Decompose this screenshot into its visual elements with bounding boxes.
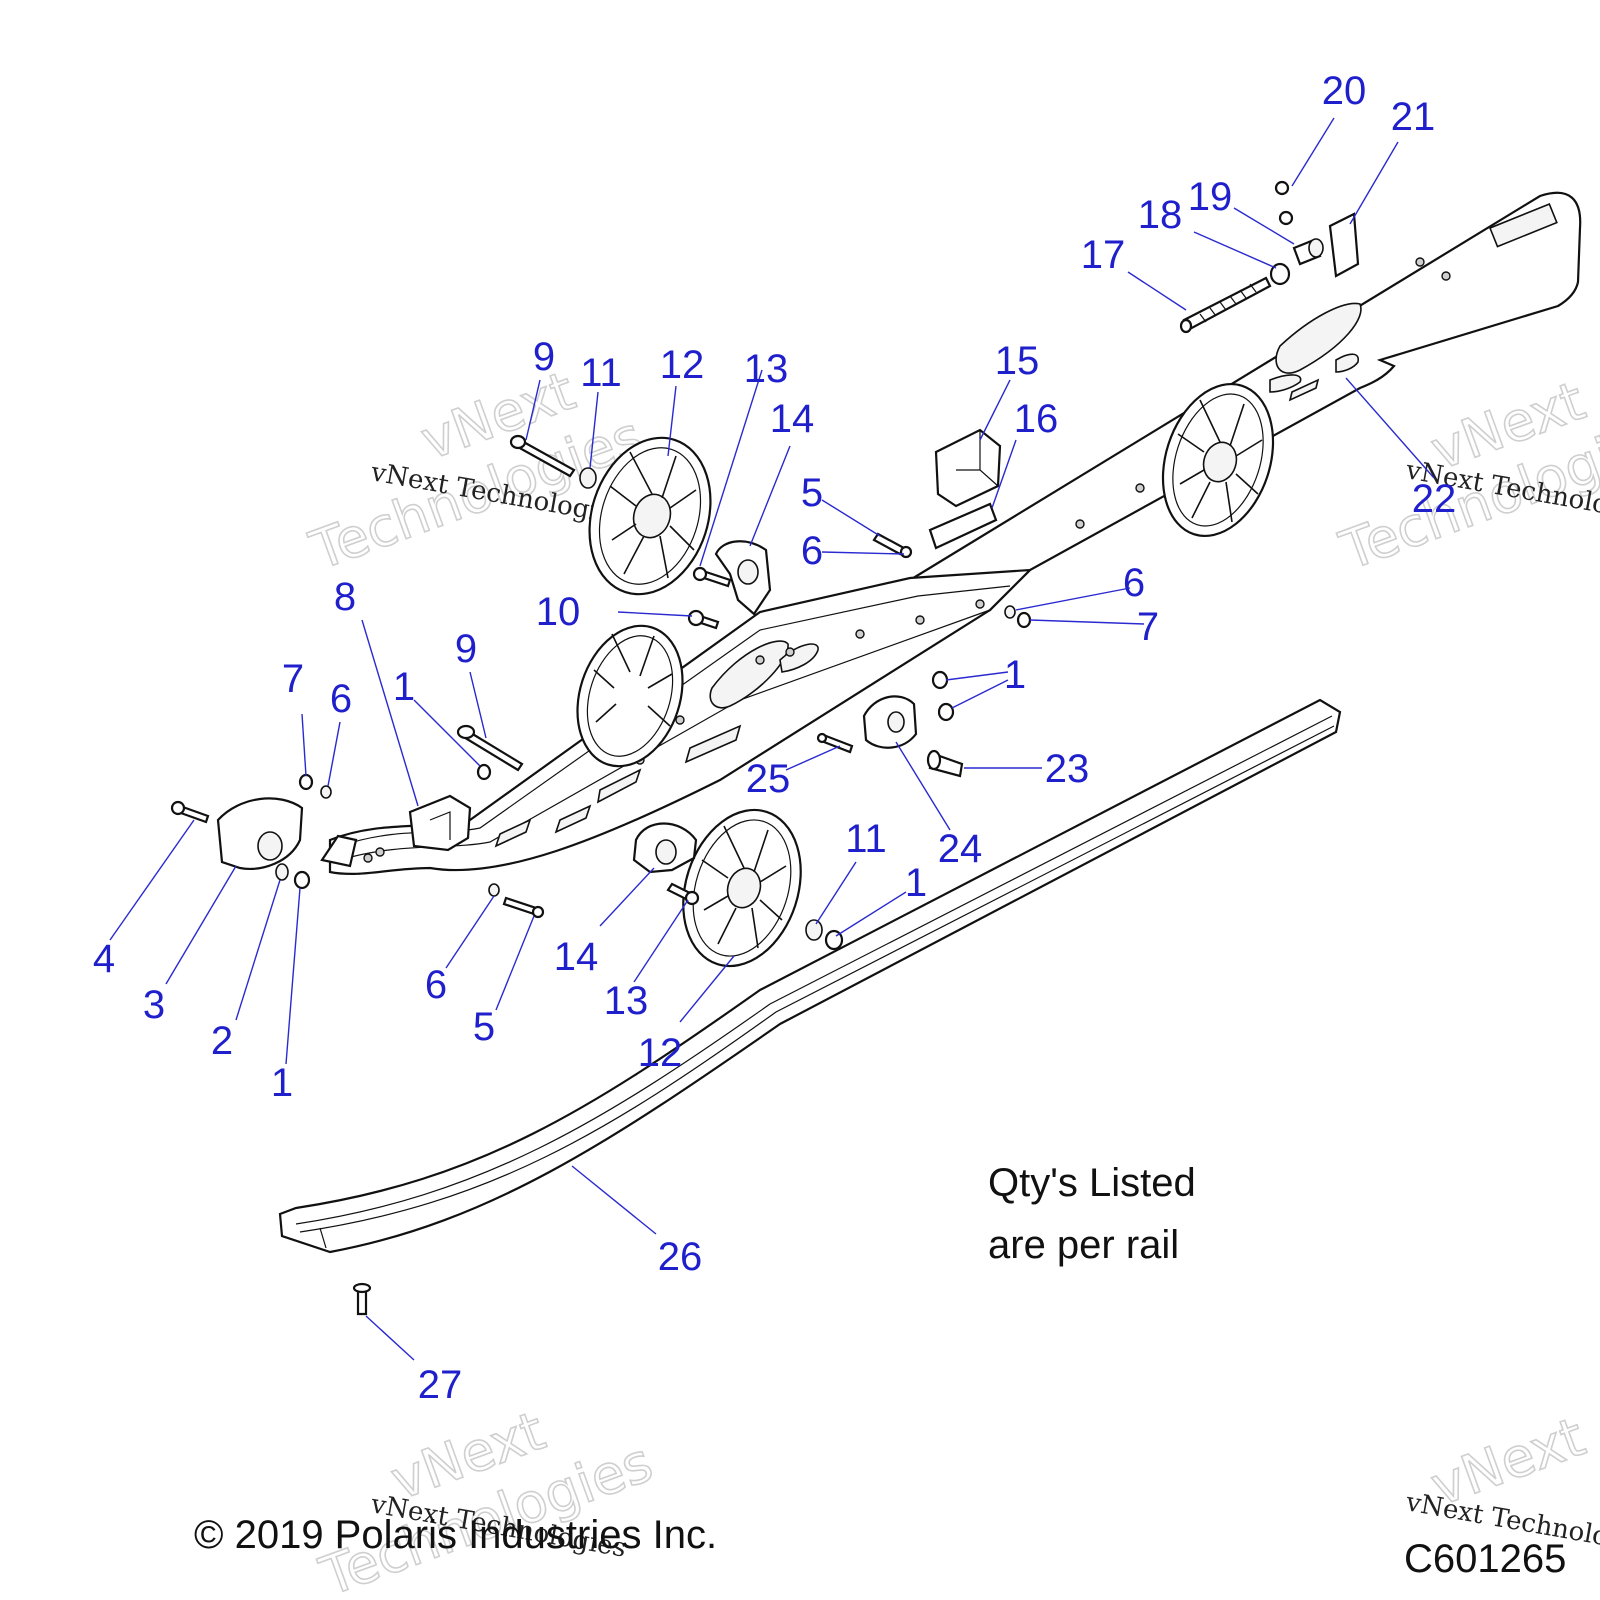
bolt-20-b xyxy=(1278,210,1294,226)
callout-11: 11 xyxy=(845,817,887,861)
callout-6: 6 xyxy=(330,677,352,721)
callout-24: 24 xyxy=(938,827,983,871)
callout-18: 18 xyxy=(1138,193,1183,237)
callout-25: 25 xyxy=(746,757,791,801)
nut-7-left xyxy=(298,773,314,791)
copyright-text: © 2019 Polaris Industries Inc. xyxy=(194,1513,717,1557)
callout-14: 14 xyxy=(554,935,599,979)
bumper-8 xyxy=(408,794,472,852)
washer-6-right xyxy=(1004,605,1016,619)
callout-6: 6 xyxy=(1123,561,1145,605)
bolt-4 xyxy=(170,800,210,824)
callout-15: 15 xyxy=(995,339,1040,383)
nut-18 xyxy=(1269,262,1291,286)
callout-1: 1 xyxy=(271,1061,293,1105)
idler-wheel-lower-left xyxy=(576,624,684,768)
nut-1-front xyxy=(293,870,311,890)
spacer-23 xyxy=(926,749,964,778)
cam-24 xyxy=(862,695,918,749)
washer-11-upper xyxy=(579,467,597,489)
callout-9: 9 xyxy=(455,627,477,671)
front-cap-3 xyxy=(216,797,304,870)
watermark-bottom-left: vNext Technologies vNext Technologies xyxy=(311,1398,661,1600)
callout-14: 14 xyxy=(770,397,815,441)
spacer-19 xyxy=(1292,238,1324,266)
slide-rail xyxy=(278,698,1342,1254)
callout-1: 1 xyxy=(905,861,927,905)
callout-5: 5 xyxy=(801,471,823,515)
callout-21: 21 xyxy=(1391,95,1436,139)
note-line-1: Qty's Listed xyxy=(988,1161,1196,1205)
callout-7: 7 xyxy=(282,657,304,701)
bolt-5-upper xyxy=(872,532,913,559)
note-line-2: are per rail xyxy=(988,1223,1179,1267)
screw-27 xyxy=(352,1282,372,1316)
callout-13: 13 xyxy=(604,979,649,1023)
callout-8: 8 xyxy=(334,575,356,619)
pad-16 xyxy=(928,502,998,550)
bracket-14-upper xyxy=(714,540,772,616)
bumper-15 xyxy=(934,428,1002,508)
bolt-13-lower xyxy=(666,882,700,906)
bolt-9-lower xyxy=(456,724,524,772)
callout-22: 22 xyxy=(1412,477,1457,521)
callout-4: 4 xyxy=(93,937,115,981)
bolt-5-lower xyxy=(502,896,545,919)
pin-25 xyxy=(816,732,854,754)
callout-12: 12 xyxy=(660,343,705,387)
bolt-9-upper xyxy=(509,434,576,478)
quantity-note: Qty's Listed are per rail xyxy=(988,1161,1196,1267)
leader-lines xyxy=(109,117,1435,1361)
callout-19: 19 xyxy=(1188,175,1233,219)
callout-3: 3 xyxy=(143,983,165,1027)
callout-11: 11 xyxy=(580,351,622,395)
watermark-top-right: vNext Technologies vNext Technologies xyxy=(1331,368,1600,583)
washer-2 xyxy=(275,863,289,881)
callout-5: 5 xyxy=(473,1005,495,1049)
callout-17: 17 xyxy=(1081,233,1126,277)
adjuster-bolt-17 xyxy=(1179,276,1272,334)
callout-23: 23 xyxy=(1045,747,1090,791)
plate-21 xyxy=(1328,212,1360,278)
callout-6: 6 xyxy=(801,529,823,573)
idler-wheel-lower-center xyxy=(682,808,802,968)
callout-7: 7 xyxy=(1137,605,1159,649)
callout-2: 2 xyxy=(211,1019,233,1063)
callout-6: 6 xyxy=(425,963,447,1007)
callout-1: 1 xyxy=(393,665,415,709)
callout-10: 10 xyxy=(536,590,581,634)
bolt-10 xyxy=(687,609,720,630)
nut-1-right-b xyxy=(937,702,955,722)
callout-9: 9 xyxy=(533,335,555,379)
callout-12: 12 xyxy=(638,1031,683,1075)
callout-26: 26 xyxy=(658,1235,703,1279)
bolt-13-upper xyxy=(692,566,732,588)
callout-20: 20 xyxy=(1322,69,1367,113)
callout-1: 1 xyxy=(1004,653,1026,697)
washer-6-lower xyxy=(488,883,500,897)
callout-16: 16 xyxy=(1014,397,1059,441)
washer-11-lower xyxy=(805,919,823,941)
nut-1-left xyxy=(476,763,492,781)
bolt-20-a xyxy=(1274,180,1290,196)
nut-7-right xyxy=(1016,611,1032,629)
figure-code: C601265 xyxy=(1404,1537,1566,1581)
bracket-14-lower xyxy=(632,822,698,874)
washer-6-left xyxy=(320,785,332,799)
idler-wheel-upper-left xyxy=(588,436,712,596)
callout-13: 13 xyxy=(744,347,789,391)
callout-27: 27 xyxy=(418,1363,463,1407)
idler-wheel-rear xyxy=(1161,382,1275,538)
nut-1-right-a xyxy=(931,670,949,690)
